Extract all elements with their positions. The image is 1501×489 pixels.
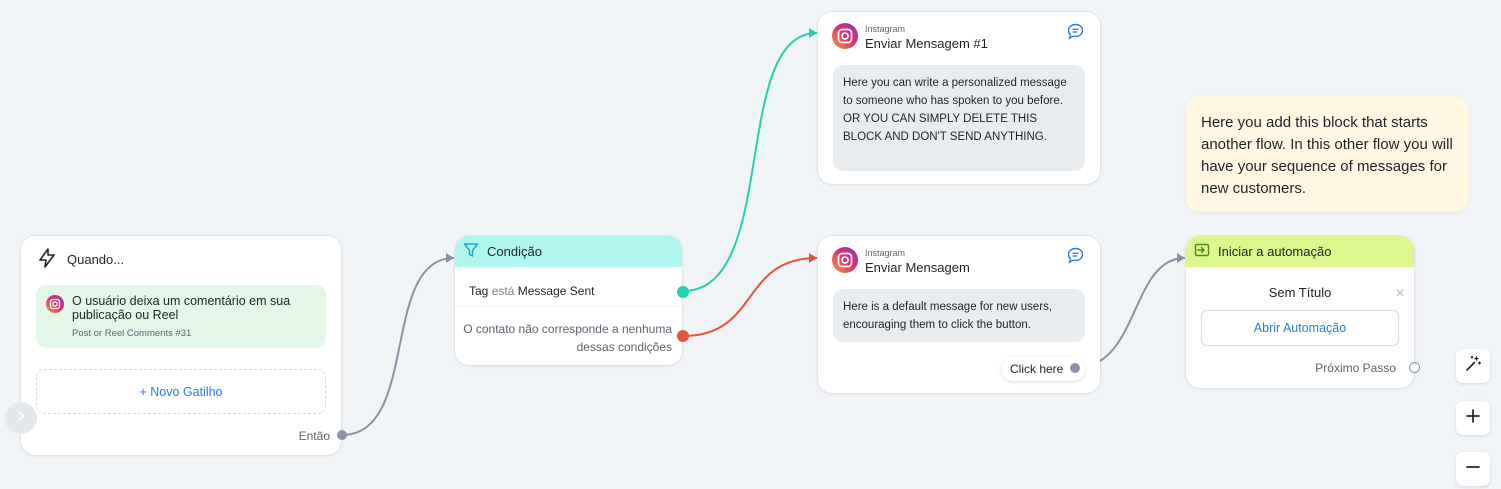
open-automation-button[interactable]: Abrir Automação <box>1201 310 1399 346</box>
condition-divider <box>455 306 682 307</box>
trigger-description: O usuário deixa um comentário em sua pub… <box>72 294 291 322</box>
start-flow-icon <box>1194 242 1210 261</box>
condition-fallback: O contato não corresponde a nenhuma dess… <box>463 322 672 354</box>
instagram-icon <box>832 247 858 278</box>
lightning-icon <box>37 248 57 271</box>
magic-wand-icon <box>1464 355 1482 378</box>
zoom-out-button[interactable] <box>1456 452 1490 486</box>
condition-fallback-handle[interactable] <box>677 330 689 342</box>
start-automation-title: Iniciar a automação <box>1218 244 1332 259</box>
message-text[interactable]: Here is a default message for new users,… <box>833 289 1085 342</box>
message-button[interactable]: Click here <box>1001 357 1085 381</box>
rule-field: Tag <box>469 284 489 298</box>
new-trigger-button[interactable]: + Novo Gatilho <box>36 369 326 414</box>
button-output-handle[interactable] <box>1070 363 1080 373</box>
auto-layout-button[interactable] <box>1456 349 1490 383</box>
start-automation-header: Iniciar a automação <box>1186 236 1414 267</box>
trigger-item[interactable]: O usuário deixa um comentário em sua pub… <box>36 285 326 348</box>
instagram-icon <box>832 23 858 54</box>
note-text: Here you add this block that starts anot… <box>1201 114 1453 197</box>
then-label: Então <box>298 429 330 443</box>
trigger-subtitle: Post or Reel Comments #31 <box>72 328 192 339</box>
send-message-node-2[interactable]: Instagram Enviar Mensagem Here is a defa… <box>818 236 1100 393</box>
instagram-icon <box>46 295 64 318</box>
message-button-label: Click here <box>1010 362 1064 376</box>
condition-node[interactable]: Condição Tag está Message Sent O contato… <box>455 236 682 365</box>
edge-arrow-start <box>1177 253 1185 263</box>
rule-value: Message Sent <box>517 284 595 298</box>
edge-arrow-condition <box>446 253 454 263</box>
zoom-out-icon <box>1465 459 1481 480</box>
zoom-in-icon <box>1465 408 1481 429</box>
chat-bubble-icon <box>1067 23 1084 45</box>
edge-arrow-msg2 <box>809 253 817 263</box>
trigger-node[interactable]: Quando... O usuário deixa um comentário … <box>21 236 347 455</box>
send-message-node-1[interactable]: Instagram Enviar Mensagem #1 Here you ca… <box>818 12 1100 184</box>
condition-header: Condição <box>455 236 682 267</box>
close-icon[interactable]: ✕ <box>1394 286 1405 300</box>
next-step-handle[interactable] <box>1409 362 1420 373</box>
condition-title: Condição <box>487 244 542 259</box>
trigger-header-label: Quando... <box>67 252 125 267</box>
message-title: Enviar Mensagem #1 <box>865 36 988 51</box>
automation-name: Sem Título <box>1268 285 1332 300</box>
edge-condition-success <box>682 32 818 292</box>
chevron-right-icon <box>15 409 27 427</box>
edge-arrow-msg1 <box>809 28 817 38</box>
message-title: Enviar Mensagem <box>865 260 970 275</box>
chat-bubble-icon <box>1067 247 1084 269</box>
filter-icon <box>463 242 479 261</box>
message-text[interactable]: Here you can write a personalized messag… <box>833 65 1085 171</box>
expand-sidebar-button[interactable] <box>5 402 37 434</box>
edge-trigger-to-condition <box>341 257 455 436</box>
condition-rule[interactable]: Tag está Message Sent <box>469 284 594 298</box>
platform-label: Instagram <box>865 24 906 34</box>
platform-label: Instagram <box>865 248 906 258</box>
then-output-handle[interactable] <box>337 430 347 440</box>
zoom-in-button[interactable] <box>1456 401 1490 435</box>
next-step-label: Próximo Passo <box>1315 361 1396 375</box>
condition-success-handle[interactable] <box>677 286 689 298</box>
rule-operator: está <box>491 284 515 298</box>
trigger-header: Quando... <box>37 248 124 271</box>
start-automation-node[interactable]: Iniciar a automação Sem Título ✕ Abrir A… <box>1186 236 1414 388</box>
edge-condition-fallback <box>682 257 818 337</box>
note-card[interactable]: Here you add this block that starts anot… <box>1186 96 1469 212</box>
